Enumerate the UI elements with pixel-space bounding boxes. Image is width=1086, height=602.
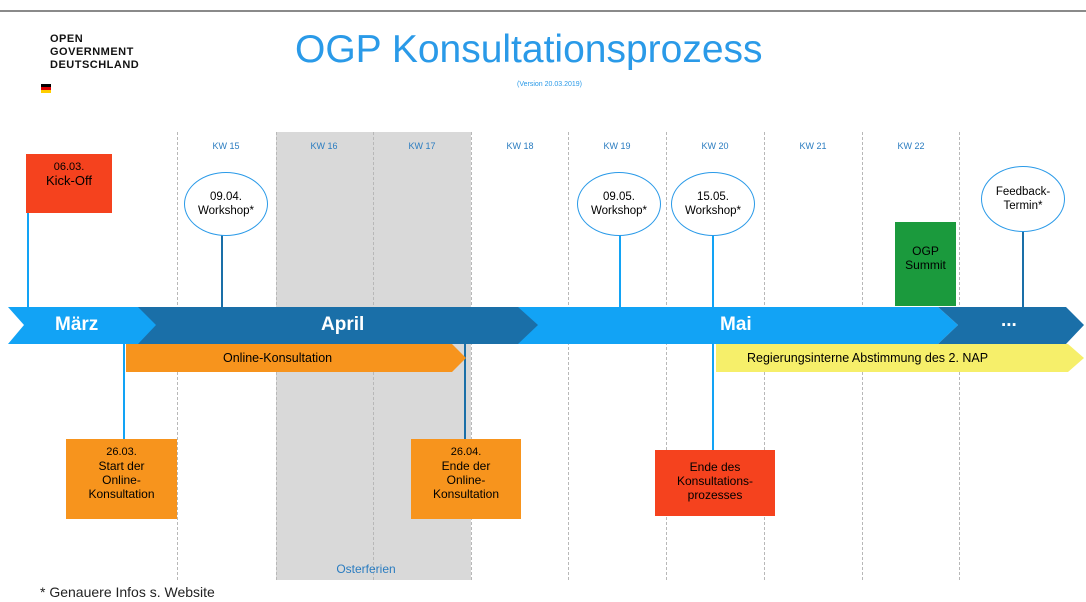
week-divider — [666, 132, 667, 580]
start-date: 26.03. — [106, 446, 137, 458]
workshop3-label: Workshop* — [684, 205, 742, 217]
banner-april-band — [138, 307, 538, 344]
feedback-line-2: Termin* — [1003, 200, 1043, 212]
kickoff-label: Kick-Off — [46, 173, 92, 188]
workshop3-connector — [712, 234, 714, 308]
week-label: KW 16 — [310, 141, 338, 151]
logo-line-1: OPEN — [50, 33, 84, 45]
process-end-line-3: prozesses — [687, 488, 743, 502]
ogp-logo: OPEN GOVERNMENT DEUTSCHLAND — [50, 33, 139, 72]
start-connector — [123, 343, 125, 439]
end-line-1: Ende der — [441, 459, 491, 473]
week-label: KW 19 — [603, 141, 631, 151]
footnote: * Genauere Infos s. Website — [40, 584, 215, 600]
month-banner — [8, 307, 1084, 344]
online-phase-arrow — [126, 344, 466, 372]
internal-phase-label: Regierungsinterne Abstimmung des 2. NAP — [747, 351, 989, 365]
feedback-line-1: Feedback- — [995, 186, 1051, 198]
page-title: OGP Konsultationsprozess — [295, 28, 763, 71]
week-label: KW 18 — [506, 141, 534, 151]
workshop3-bubble: 15.05. Workshop* — [671, 172, 755, 236]
workshop3-date: 15.05. — [697, 191, 729, 203]
start-line-1: Start der — [98, 459, 145, 473]
kickoff-date: 06.03. — [53, 161, 85, 173]
feedback-connector — [1022, 230, 1024, 308]
summit-box: OGP Summit — [895, 222, 956, 306]
german-flag-icon — [41, 84, 51, 93]
workshop1-label: Workshop* — [197, 205, 255, 217]
month-april: April — [321, 314, 365, 335]
feedback-bubble: Feedback- Termin* — [981, 166, 1065, 232]
workshop1-date: 09.04. — [210, 191, 242, 203]
start-line-3: Konsultation — [88, 487, 155, 501]
end-date: 26.04. — [450, 446, 482, 458]
online-phase-label: Online-Konsultation — [223, 351, 333, 365]
end-line-2: Online- — [446, 473, 486, 487]
end-line-3: Konsultation — [432, 487, 500, 501]
month-maerz: März — [55, 314, 99, 335]
workshop1-bubble: 09.04. Workshop* — [184, 172, 268, 236]
workshop2-date: 09.05. — [603, 191, 635, 203]
week-label: KW 20 — [701, 141, 729, 151]
banner-future-band — [938, 307, 1084, 344]
week-divider — [568, 132, 569, 580]
process-end-box: Ende des Konsultations- prozesses — [655, 450, 775, 516]
month-more: ... — [1001, 310, 1017, 331]
internal-phase-arrow — [716, 344, 1084, 372]
end-box: 26.04. Ende der Online- Konsultation — [411, 439, 521, 519]
month-mai: Mai — [720, 314, 752, 335]
workshop2-bubble: 09.05. Workshop* — [577, 172, 661, 236]
version-note: (Version 20.03.2019) — [517, 81, 582, 88]
week-label: KW 22 — [897, 141, 925, 151]
workshop1-connector — [221, 234, 223, 308]
week-divider — [471, 132, 472, 580]
logo-line-2: GOVERNMENT — [50, 46, 134, 58]
week-label: KW 15 — [212, 141, 240, 151]
holiday-label: Osterferien — [336, 562, 396, 576]
end-connector — [464, 343, 466, 439]
workshop2-connector — [619, 234, 621, 308]
process-end-line-2: Konsultations- — [676, 474, 754, 488]
summit-line-1: OGP — [912, 244, 939, 258]
start-box: 26.03. Start der Online- Konsultation — [66, 439, 177, 519]
process-end-line-1: Ende des — [689, 460, 741, 474]
week-label: KW 21 — [799, 141, 827, 151]
logo-line-3: DEUTSCHLAND — [50, 59, 140, 71]
summit-line-2: Summit — [905, 258, 946, 272]
week-label: KW 17 — [408, 141, 436, 151]
workshop2-label: Workshop* — [590, 205, 648, 217]
top-rule — [0, 10, 1086, 12]
kickoff-box: 06.03. Kick-Off — [26, 154, 112, 213]
start-line-2: Online- — [102, 473, 141, 487]
process-end-connector — [712, 343, 714, 450]
kickoff-connector — [27, 212, 29, 308]
phase-arrows — [126, 344, 1084, 372]
